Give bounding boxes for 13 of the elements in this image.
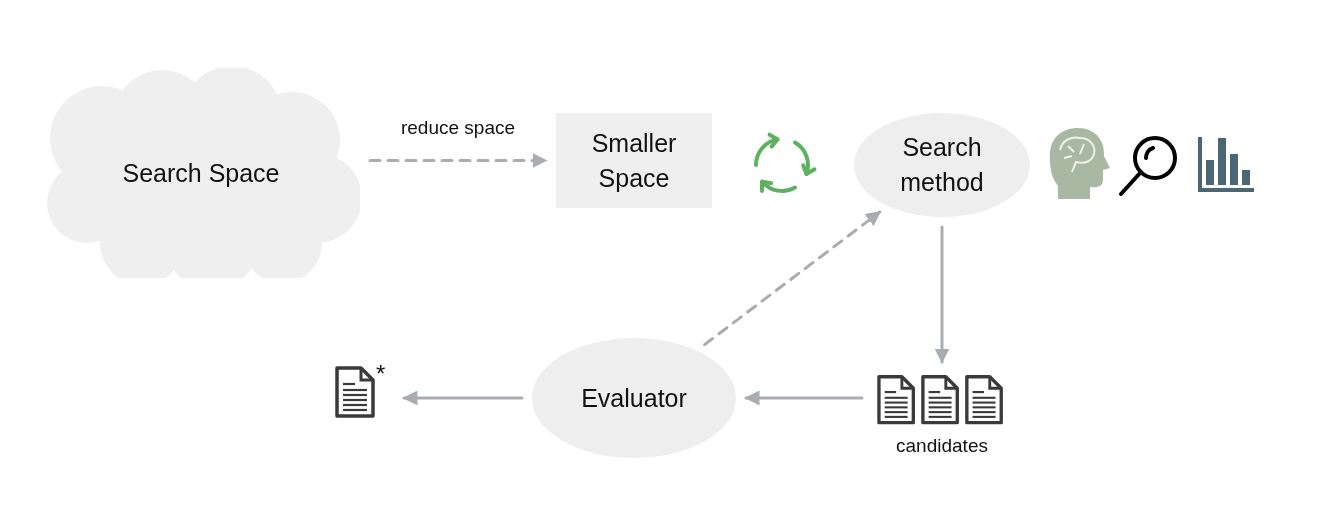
asterisk-mark: * [376, 362, 386, 386]
node-label: Evaluator [581, 382, 687, 414]
node-label: Search method [899, 132, 985, 198]
process-ellipse [854, 113, 1030, 217]
node-label: Search Space [122, 157, 280, 189]
node-label: Smaller Space [590, 127, 678, 194]
arrow [402, 390, 524, 406]
caption-text: candidates [896, 434, 988, 459]
arrow [744, 390, 864, 406]
arrow [703, 210, 882, 347]
arrow [934, 225, 950, 364]
arrow [368, 153, 548, 168]
process-ellipse [532, 338, 736, 458]
